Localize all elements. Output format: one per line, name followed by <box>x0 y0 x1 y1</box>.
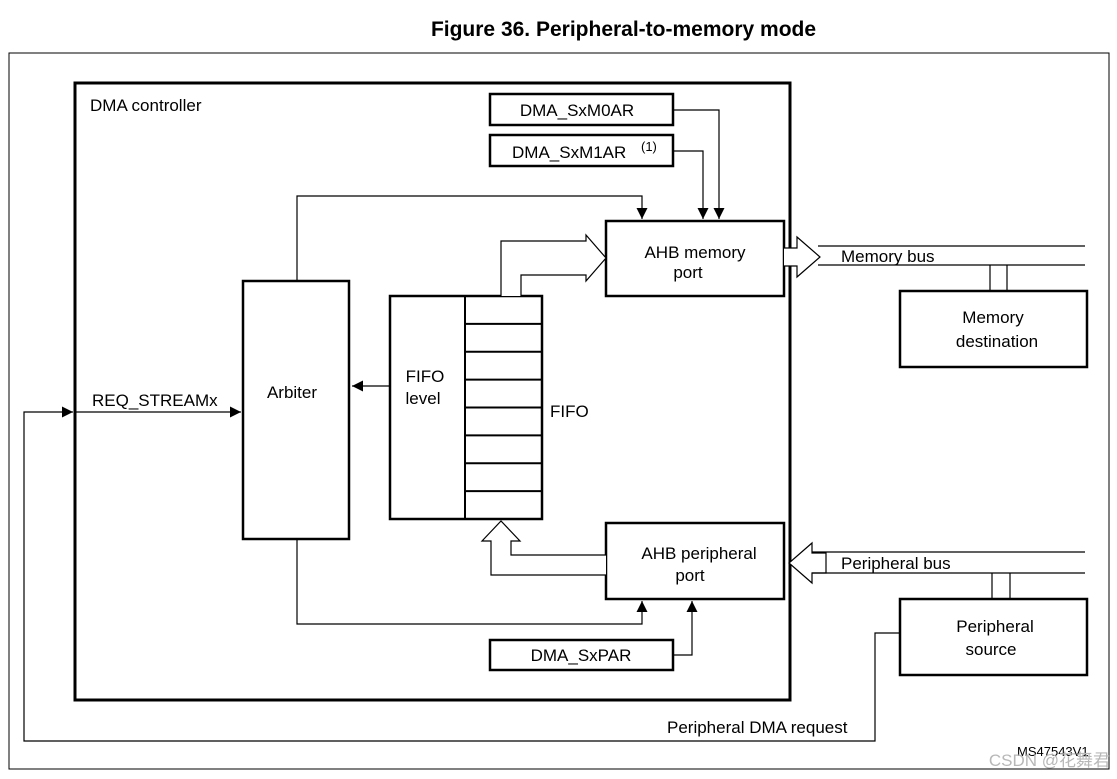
ahb-peripheral-port-label-2: port <box>675 566 705 585</box>
dma-controller-label: DMA controller <box>90 96 202 115</box>
sxm1ar-arrow <box>673 150 709 219</box>
sxpar-label: DMA_SxPAR <box>531 646 632 665</box>
csdn-watermark: CSDN @花舞君 <box>989 751 1110 770</box>
fifo-level-label-2: level <box>406 389 441 408</box>
figure-title: Figure 36. Peripheral-to-memory mode <box>430 18 817 41</box>
sxm0ar-label: DMA_SxM0AR <box>520 101 634 120</box>
memory-destination-label-1: Memory <box>962 308 1024 327</box>
req-stream-label: REQ_STREAMx <box>92 391 218 410</box>
memory-destination-label-2: destination <box>956 332 1038 351</box>
sxm0ar-arrow <box>673 109 725 219</box>
arbiter-to-peripheral-port-arrow <box>296 539 648 625</box>
ahb-memory-port-label-1: AHB memory <box>644 243 746 262</box>
ahb-peripheral-port-label-1: AHB peripheral <box>641 544 756 563</box>
peripheral-bus-label: Peripheral bus <box>841 554 951 573</box>
peripheral-bus-to-port-data-arrow <box>788 541 827 585</box>
arbiter-label: Arbiter <box>267 383 317 402</box>
peripheral-source-label-2: source <box>965 640 1016 659</box>
peripheral-source-label-1: Peripheral <box>956 617 1034 636</box>
arbiter-to-memory-port-arrow <box>296 195 648 281</box>
memory-port-to-bus-data-arrow <box>784 235 821 279</box>
peripheral-source-block <box>898 597 1089 677</box>
peripheral-port-to-fifo-data-arrow <box>480 520 606 576</box>
sxm1ar-label: DMA_SxM1AR <box>512 143 626 162</box>
fifo-level-label-1: FIFO <box>406 367 445 386</box>
fifo-label: FIFO <box>550 402 589 421</box>
fifo-to-memory-port-data-arrow <box>500 233 607 296</box>
figure-frame <box>8 52 1110 770</box>
arbiter-block <box>241 279 351 541</box>
peripheral-dma-request-line <box>23 406 900 742</box>
fifo-cells <box>465 322 542 493</box>
sxm1ar-footnote: (1) <box>641 139 657 154</box>
memory-destination-block <box>898 289 1089 369</box>
figure-id-code: MS47543V1 <box>1017 744 1089 759</box>
ahb-memory-port-label-2: port <box>673 263 703 282</box>
dma-controller-box <box>73 81 792 702</box>
peripheral-dma-request-label: Peripheral DMA request <box>667 718 848 737</box>
sxpar-arrow <box>673 601 698 656</box>
memory-bus-label: Memory bus <box>841 247 935 266</box>
